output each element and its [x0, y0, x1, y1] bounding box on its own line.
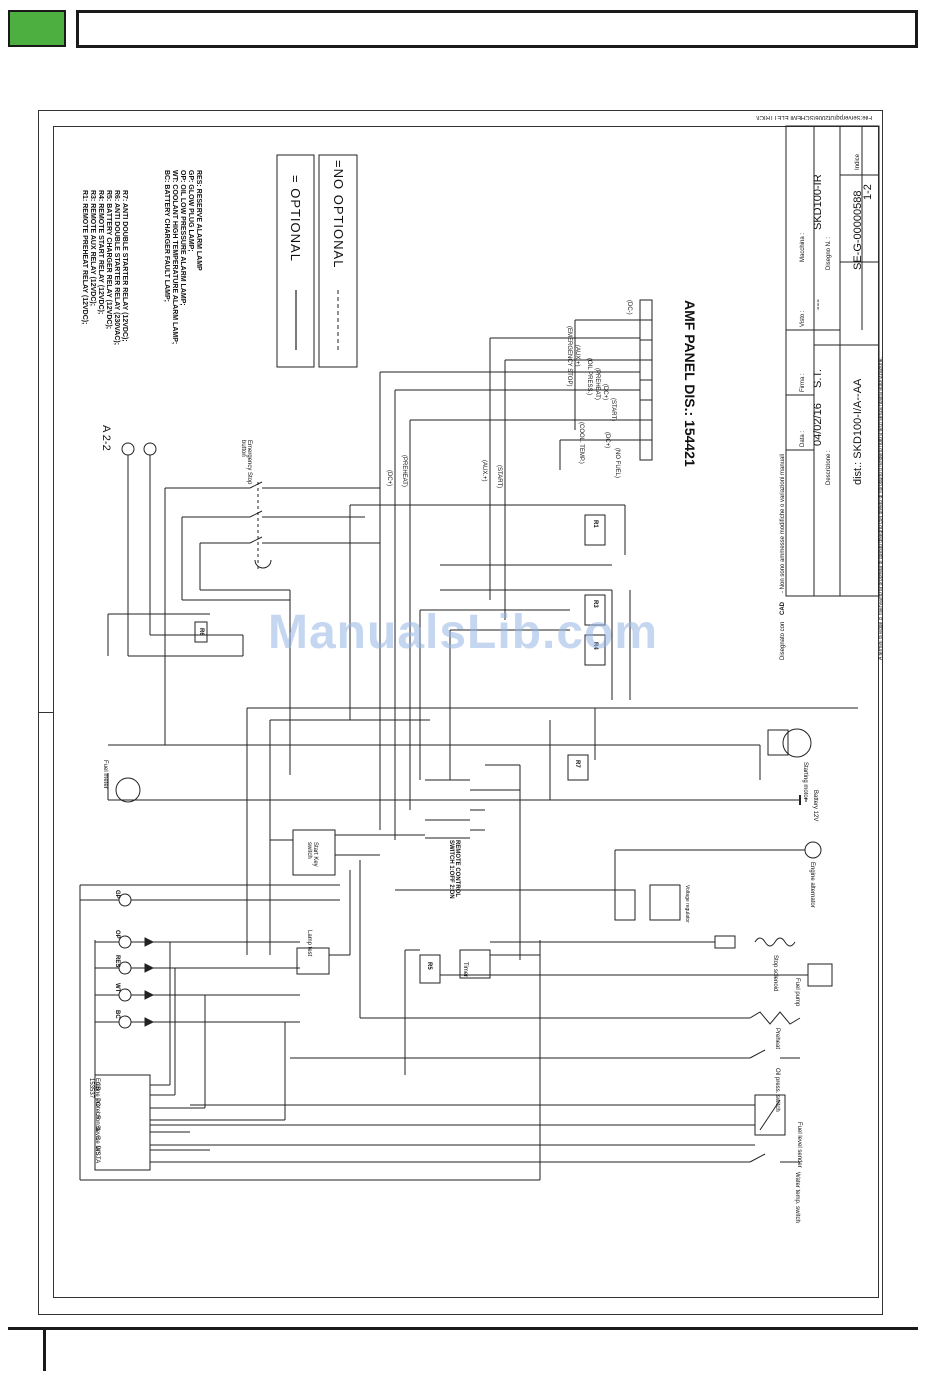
- legend-lamp-bc: BC: BATTERY CHARGER FAULT LAMP;: [163, 170, 170, 302]
- fuel-meter-label: Fuel meter: [102, 760, 108, 789]
- legend-lamp-wt: WT: COOLANT HIGH TEMPERATURE ALARM LAMP;: [171, 170, 178, 345]
- terminal-ta: TA: [94, 1156, 100, 1164]
- section-tab: [8, 10, 66, 47]
- legend-relay-3: R3: REMOTE AUX RELAY (12VDC);: [89, 190, 96, 307]
- wire-label-aux: (AUX.+): [481, 460, 487, 482]
- file-path-label: File:Serverpq\Ut2006\SCHEMI ELETTRICI\: [756, 114, 872, 120]
- header-bar: [76, 10, 918, 48]
- tb-indice-value: 1-2: [862, 184, 874, 200]
- wire-label-start: (START): [496, 465, 502, 489]
- start-key-label: Start Key switch: [306, 842, 318, 867]
- relay-r6-label: R6: [198, 628, 204, 636]
- water-switch-label: Water temp. switch: [794, 1172, 800, 1223]
- lamp-op-label: OP: [114, 930, 120, 939]
- terminal-po: PO: [94, 1098, 100, 1107]
- tb-disegno-value: SE-G-00000588: [852, 190, 864, 271]
- amf-terminal-preheat: (PREHEAT): [594, 368, 600, 400]
- stop-solenoid-label: Stop solenoid: [772, 955, 778, 992]
- tb-macchina-value: SKD100-IR: [812, 174, 824, 230]
- tb-dist: dist.: SKD100-I/A--AA: [852, 378, 864, 485]
- relay-r1-label: R1: [592, 520, 598, 528]
- footer-rule: [8, 1327, 918, 1330]
- wire-label-dc: (DC+): [386, 470, 392, 487]
- frame-center-mark: [38, 712, 53, 713]
- lamp-res-label: RES: [114, 955, 120, 968]
- tb-visto-label: Visto :: [800, 310, 806, 327]
- fuel-pump-label: Fuel pump: [794, 978, 800, 1007]
- tb-cad: CAD: [780, 602, 786, 615]
- amf-terminal-oil: (OIL PRESS.): [586, 358, 592, 396]
- tb-note-1: - Non sono ammesse modifiche o variazion…: [780, 453, 786, 593]
- lamp-gp-label: GP: [114, 890, 120, 899]
- tb-disegno-label: Disegno N. :: [826, 236, 832, 270]
- terminal-lr: LR: [94, 1112, 100, 1120]
- regulator-label: Voltage regulator: [684, 885, 690, 923]
- fuel-sender-label: Fuel level sender: [796, 1122, 802, 1168]
- amf-panel-label: AMF PANEL DIS.: 154421: [682, 300, 698, 467]
- lamp-test-label: Lamp test: [306, 930, 312, 957]
- tb-note-2: A termini di legge ci riserviamo la prop…: [878, 357, 884, 660]
- legend-relay-4: R4: REMOTE START RELAY (12VDC);: [97, 190, 104, 315]
- terminal-s: S: [94, 1136, 100, 1141]
- legend-relay-1: R1: REMOTE PREHEAT RELAY (12VDC);: [81, 190, 88, 325]
- tb-indice-label: Indice: [855, 153, 861, 170]
- lamp-wt-label: WT: [114, 983, 120, 993]
- amf-terminal-start: (START): [610, 398, 616, 422]
- legend-optional: = OPTIONAL: [288, 175, 303, 262]
- watermark: ManualsLib.com: [268, 606, 659, 659]
- tb-data-label: Data :: [800, 430, 806, 447]
- amf-terminal-no-fuel: (NO FUEL): [614, 448, 620, 478]
- legend-relay-7: R7: ANTI DOUBLE STARTER RELAY (12VDC);: [121, 190, 128, 342]
- tb-macchina-label: Macchina :: [800, 232, 806, 262]
- relay-r5-label: R5: [426, 962, 432, 970]
- tb-descrizione-label: Descrizione :: [826, 450, 832, 485]
- amf-terminal-dc-neg: (DC-): [626, 300, 632, 315]
- battery-label: Battery 12V: [812, 790, 818, 822]
- relay-r7-label: R7: [574, 760, 580, 768]
- amf-terminal-cool-temp: (COOL. TEMP.): [578, 422, 584, 464]
- sheet-reference: A 2-2: [100, 425, 112, 451]
- tb-disegnato: Disegnato con: [780, 621, 786, 660]
- timer-label: Timer: [462, 962, 468, 978]
- legend-relay-5: R5: BATTERY CHARGER RELAY (12VDC);: [105, 190, 112, 330]
- tb-firma-label: Firma :: [800, 373, 806, 392]
- emergency-stop-label: Emergency Stop button: [240, 440, 252, 485]
- lamp-bc-label: BC: [114, 1010, 120, 1019]
- wire-label-preheat: (PREHEAT): [401, 455, 407, 487]
- engine-alternator-label: Engine alternator: [809, 862, 815, 908]
- drawing-frame-inner: [53, 126, 879, 1298]
- amf-terminal-dc-pos: (DC+): [602, 384, 608, 401]
- amf-terminal-dc-pos-2: (DC+): [604, 432, 610, 449]
- terminal-ws: WS: [94, 1146, 100, 1156]
- legend-lamp-op: OP: OIL LOW PRESSURE ALARM LAMP;: [179, 170, 186, 306]
- tb-firma-value: S.T.: [812, 369, 824, 388]
- legend-relay-6: R6: ANTI DOUBLE STARTER RELAY (230VAC);: [113, 190, 120, 346]
- legend-lamp-res: RES: RESERVE ALARM LAMP: [195, 170, 202, 271]
- tb-visto-value: ---: [812, 299, 824, 310]
- terminal-cb: CB: [94, 1082, 100, 1091]
- legend-no-optional: =NO OPTIONAL: [331, 160, 346, 269]
- oil-switch-label: Oil press. switch: [774, 1068, 780, 1112]
- legend-lamp-gp: GP: GLOW PLUG LAMP;: [187, 170, 194, 252]
- remote-switch-label: REMOTE CONTROL SWITCH 1:OFF 2:ON: [448, 840, 460, 899]
- starting-motor-label: Starting motor: [802, 762, 808, 800]
- amf-terminal-emergency: (EMERGENCY STOP): [566, 326, 572, 387]
- tb-data-value: 04/02/16: [812, 403, 824, 446]
- terminal-sl: SL: [94, 1125, 100, 1133]
- preheat-label: Preheat: [774, 1028, 780, 1050]
- amf-terminal-aux: (AUX.+): [574, 345, 580, 367]
- footer-tick: [43, 1327, 46, 1371]
